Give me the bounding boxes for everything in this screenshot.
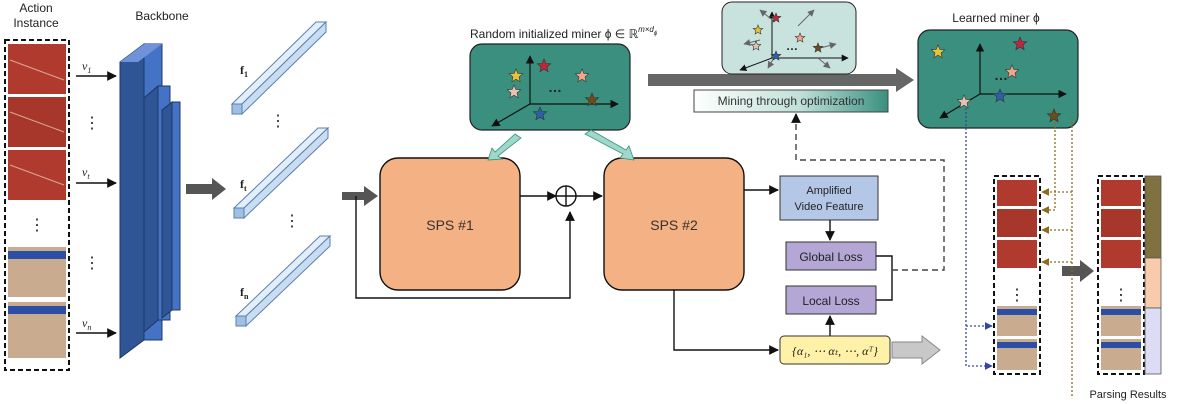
input-vt-label: vt xyxy=(82,165,90,181)
sps-2-label: SPS #2 xyxy=(650,217,698,233)
mining-label: Mining through optimization xyxy=(718,94,865,108)
local-loss-label: Local Loss xyxy=(802,294,859,308)
random-miner-star xyxy=(536,58,552,73)
random-miner-axes xyxy=(491,55,619,127)
parsing-results-label: Parsing Results xyxy=(1089,389,1167,401)
segment-peach xyxy=(1144,257,1162,309)
vertical-ellipsis: ⋮ xyxy=(84,115,100,132)
vertical-ellipsis: ⋮ xyxy=(1009,287,1025,304)
backbone-block xyxy=(119,43,181,359)
random-miner-ellipsis: … xyxy=(548,79,562,95)
feature-fn-label: fn xyxy=(240,285,249,301)
random-miner-star xyxy=(574,68,590,83)
action-instance-frames xyxy=(4,39,70,371)
inset-miner-star xyxy=(812,42,824,53)
segment-olive xyxy=(1144,175,1162,259)
action-instance-label-line1: Action xyxy=(19,1,52,15)
alpha-weights-label: {α₁, ⋯ αₜ, ⋯, αᵀ} xyxy=(792,344,878,358)
assignment-olive xyxy=(1041,118,1056,214)
learned-miner-star xyxy=(930,44,946,59)
parsing-arrow xyxy=(1062,260,1094,282)
input-v1-label: v1 xyxy=(82,59,91,75)
inset-ellipsis: … xyxy=(786,39,798,53)
vertical-ellipsis: ⋮ xyxy=(29,217,45,234)
random-miner-box xyxy=(469,43,631,131)
video-frame xyxy=(8,44,66,94)
learned-miner-star xyxy=(1012,36,1028,51)
input-arrows xyxy=(76,71,117,338)
action-instance-label-line2: Instance xyxy=(13,16,59,30)
global-loss-box xyxy=(785,241,877,271)
learned-miner-star xyxy=(956,94,972,109)
feature-bar xyxy=(230,20,328,116)
learned-miner-star xyxy=(1046,108,1062,123)
amplified-label-line1: Amplified xyxy=(806,185,851,197)
inset-miner-star xyxy=(770,12,782,23)
parsing-input-frames xyxy=(993,175,1041,375)
input-vn-label: vn xyxy=(82,316,91,332)
amplified-label-line2: Video Feature xyxy=(795,201,864,213)
feature-bars xyxy=(230,20,332,328)
vertical-ellipsis: ⋮ xyxy=(284,213,300,230)
sps-input-arrow xyxy=(342,186,378,206)
vertical-ellipsis: ⋮ xyxy=(84,255,100,272)
sps-1-label: SPS #1 xyxy=(426,217,474,233)
alpha-output-arrow xyxy=(891,334,941,366)
optimization-feedback xyxy=(791,113,945,271)
sum-operator xyxy=(555,185,577,207)
learned-miner-star xyxy=(992,88,1008,103)
feature-ft-label: ft xyxy=(240,177,247,193)
sps-1-block xyxy=(379,157,521,291)
miner-to-sps-arrows xyxy=(487,129,635,161)
learned-miner-ellipsis: … xyxy=(994,67,1008,83)
random-miner-star xyxy=(508,68,524,83)
feature-bar xyxy=(234,234,332,328)
random-miner-star xyxy=(584,92,600,107)
inset-miner-star xyxy=(752,24,764,35)
inset-miner-star xyxy=(750,40,762,51)
learned-miner-title: Learned miner ϕ xyxy=(952,11,1040,25)
backbone-label: Backbone xyxy=(135,9,189,23)
amplified-feature-box xyxy=(779,175,879,221)
global-loss-label: Global Loss xyxy=(799,250,862,264)
random-miner-star xyxy=(506,84,522,99)
learned-miner-star xyxy=(1004,64,1020,79)
inset-miner-star xyxy=(770,50,782,61)
random-miner-star xyxy=(532,106,548,121)
mining-inset-box xyxy=(721,1,857,75)
inset-miner-star xyxy=(794,32,806,43)
vertical-ellipsis: ⋮ xyxy=(270,113,286,130)
parsing-result-frames xyxy=(1097,175,1162,375)
random-miner-title: Random initialized miner ϕ ∈ ℝm×dϕ xyxy=(470,25,658,41)
learned-miner-box xyxy=(917,29,1079,129)
vertical-ellipsis: ⋮ xyxy=(1113,287,1129,304)
feature-bar xyxy=(232,126,330,220)
mining-label-box xyxy=(693,89,889,113)
segment-lavender xyxy=(1144,307,1162,375)
local-loss-box xyxy=(785,285,877,315)
residual-connection xyxy=(355,196,575,299)
feature-f1-label: f1 xyxy=(240,63,248,79)
assignment-blue xyxy=(965,108,993,370)
backbone-output-arrow xyxy=(186,178,226,200)
alpha-weights-box xyxy=(779,335,891,365)
